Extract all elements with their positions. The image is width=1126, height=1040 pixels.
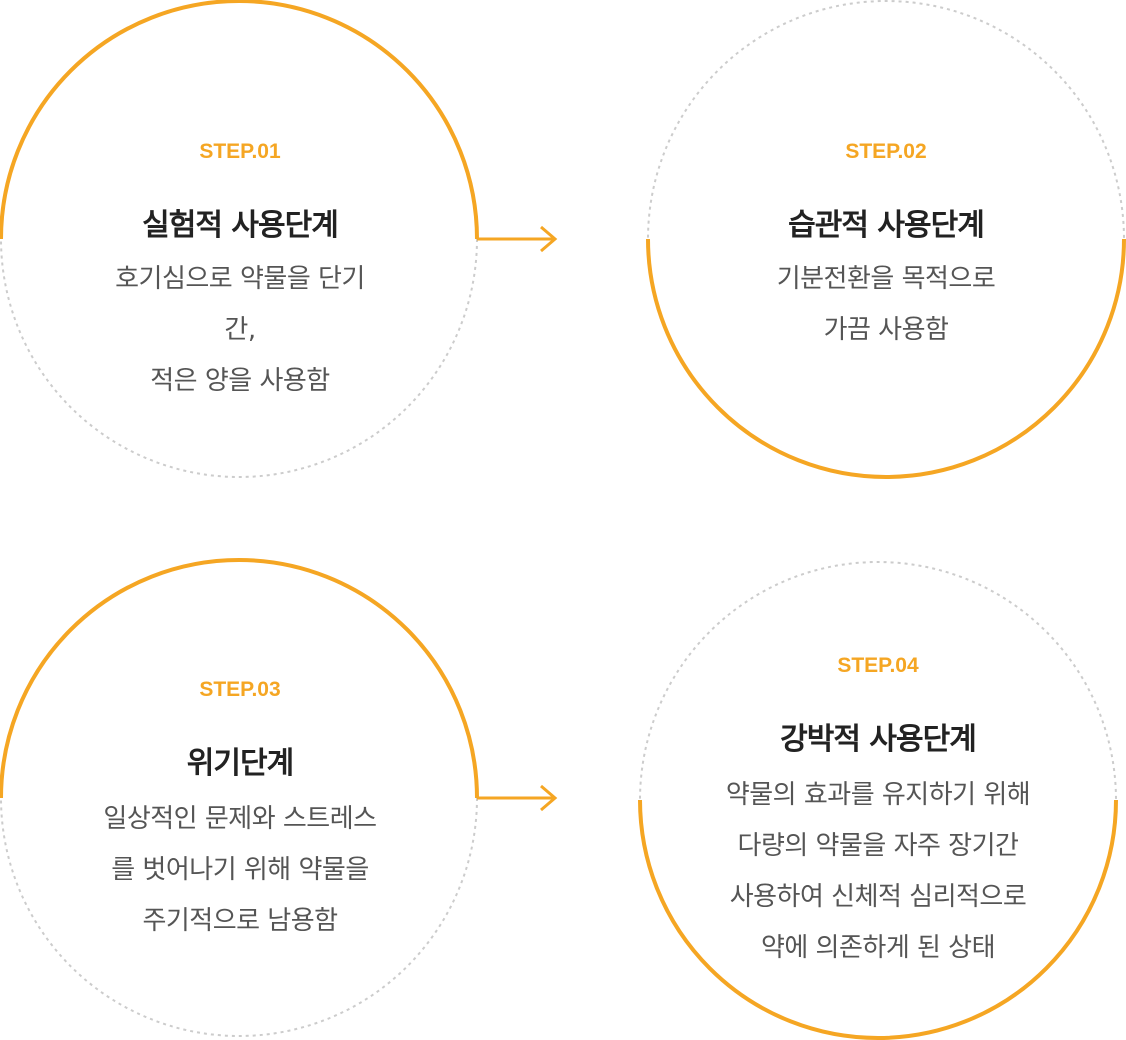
step-label: STEP.01	[199, 140, 281, 163]
arrow-right-icon	[477, 784, 558, 812]
description-line: 약물의 효과를 유지하기 위해	[725, 780, 1031, 810]
step-title: 습관적 사용단계	[788, 208, 985, 243]
description-line: 주기적으로 남용함	[142, 906, 338, 936]
arrow-right-icon	[477, 225, 558, 253]
description-line: 가끔 사용함	[823, 315, 949, 345]
step-label: STEP.04	[837, 654, 919, 677]
description-line: 일상적인 문제와 스트레스	[103, 804, 377, 834]
step-3: STEP.03 위기단계 일상적인 문제와 스트레스 를 벗어나기 위해 약물을…	[40, 560, 440, 1038]
description-line: 호기심으로 약물을 단기	[115, 264, 365, 294]
step-description: 약물의 효과를 유지하기 위해 다량의 약물을 자주 장기간 사용하여 신체적 …	[663, 770, 1093, 974]
step-title: 강박적 사용단계	[780, 722, 977, 757]
description-line: 다량의 약물을 자주 장기간	[737, 831, 1019, 861]
step-description: 일상적인 문제와 스트레스 를 벗어나기 위해 약물을 주기적으로 남용함	[40, 794, 440, 947]
step-2: STEP.02 습관적 사용단계 기분전환을 목적으로 가끔 사용함	[686, 0, 1086, 478]
description-line: 약에 의존하게 된 상태	[760, 933, 996, 963]
description-line: 사용하여 신체적 심리적으로	[729, 882, 1027, 912]
step-description: 기분전환을 목적으로 가끔 사용함	[686, 254, 1086, 356]
step-1: STEP.01 실험적 사용단계 호기심으로 약물을 단기 간, 적은 양을 사…	[40, 0, 440, 478]
step-label: STEP.03	[199, 678, 281, 701]
description-line: 를 벗어나기 위해 약물을	[111, 855, 369, 885]
description-line: 적은 양을 사용함	[150, 366, 330, 396]
step-title: 실험적 사용단계	[142, 208, 339, 243]
description-line: 기분전환을 목적으로	[776, 264, 996, 294]
description-line: 간,	[224, 315, 256, 345]
step-title: 위기단계	[186, 746, 294, 781]
step-4: STEP.04 강박적 사용단계 약물의 효과를 유지하기 위해 다량의 약물을…	[663, 562, 1093, 1040]
step-description: 호기심으로 약물을 단기 간, 적은 양을 사용함	[40, 254, 440, 407]
step-label: STEP.02	[845, 140, 927, 163]
